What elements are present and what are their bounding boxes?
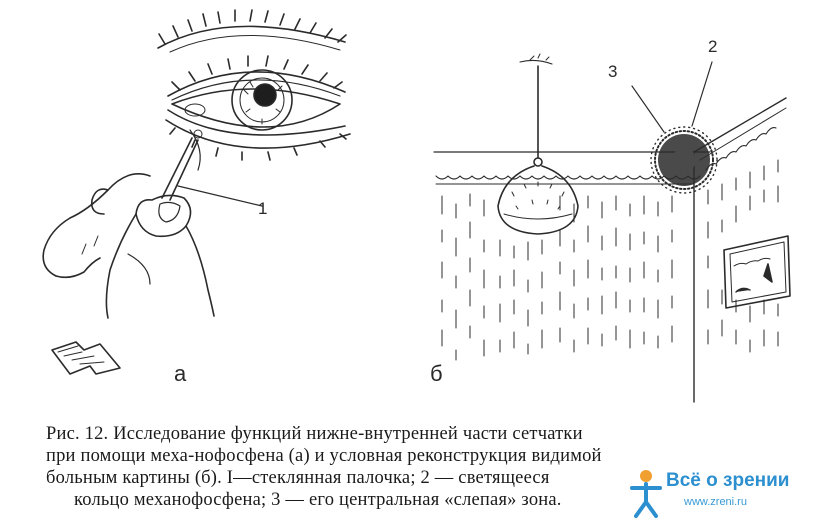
marker-1-label: 1 (258, 199, 267, 218)
watermark-brand: Всё о зрении (666, 470, 790, 491)
marker-3-label: 3 (608, 62, 617, 81)
phosphene-ring-sketch (631, 61, 718, 194)
panel-a-label: а (174, 361, 187, 386)
figure-drawing: а 1 (42, 9, 791, 403)
wallpaper-border (435, 175, 701, 180)
panel-a-drawing: а 1 (42, 9, 351, 386)
caption-line-1: Рис. 12. Исследование функций нижне-внут… (46, 424, 583, 444)
hand-sketch (42, 173, 215, 319)
figure-illustration: а 1 (42, 9, 791, 403)
marker-2-label: 2 (708, 37, 717, 56)
ceiling-lamp-sketch (497, 53, 579, 235)
panel-b-drawing: б 3 2 (430, 37, 791, 403)
caption-line-2: при помощи меха-нофосфена (а) и условная… (46, 446, 602, 466)
lower-eyelid-sketch (165, 109, 351, 171)
panel-b-label: б (430, 361, 443, 386)
person-eye-logo-icon (626, 468, 666, 523)
eyebrow-sketch (157, 9, 347, 53)
watermark-site: www.zreni.ru (684, 496, 747, 508)
eyeball-sketch (171, 69, 341, 131)
glass-rod-sketch (161, 137, 263, 207)
figure-caption: Рис. 12. Исследование функций нижне-внут… (46, 423, 796, 511)
light-arrow-sketch (51, 341, 121, 375)
wallpaper-pattern (441, 159, 779, 361)
caption-line-3: больным картины (б). I—стеклянная палочк… (46, 468, 550, 488)
caption-line-4: кольцо механофосфена; 3 — его центральна… (74, 490, 562, 510)
wall-picture-sketch (723, 235, 791, 309)
site-watermark: Всё о зрении www.zreni.ru (618, 466, 818, 522)
